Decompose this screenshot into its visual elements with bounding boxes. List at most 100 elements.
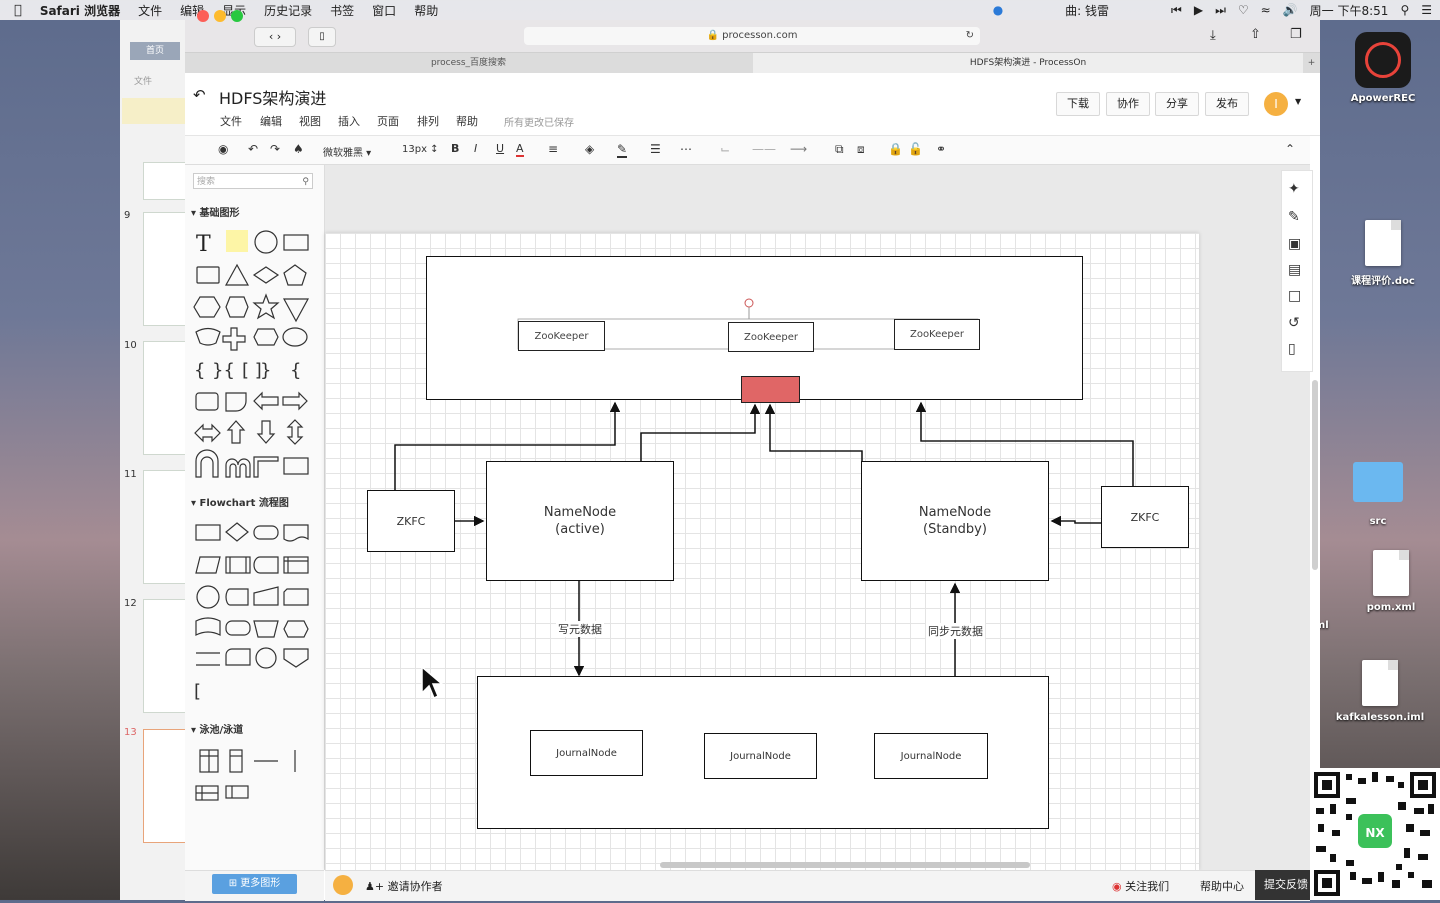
download-button[interactable]: 下载 [1056, 92, 1100, 116]
arrow-end-icon[interactable]: ⟶ [790, 142, 808, 156]
wifi-icon[interactable]: ≈ [1260, 3, 1271, 17]
navigator-icon[interactable]: ✦ [1288, 181, 1300, 197]
back-arrow-icon[interactable]: ↶ [193, 86, 206, 104]
font-size-select[interactable]: 13px ↕ [402, 144, 439, 155]
collaborate-button[interactable]: 协作 [1106, 92, 1150, 116]
chevron-down-icon[interactable]: ▼ [1295, 97, 1302, 106]
section-flowchart[interactable]: ▾ Flowchart 流程图 [191, 498, 289, 509]
format-painter-icon[interactable]: ◉ [218, 142, 229, 156]
tab-processon[interactable]: HDFS架构演进 - ProcessOn [753, 53, 1303, 73]
sync-metadata-label[interactable]: 同步元数据 [926, 623, 985, 639]
link-icon[interactable]: ⚭ [936, 142, 947, 156]
zookeeper-node[interactable]: ZooKeeper [518, 321, 605, 351]
menu-history[interactable]: 历史记录 [256, 3, 312, 18]
underline-icon[interactable]: U [496, 142, 505, 155]
media-play-icon[interactable]: ▶ [1193, 3, 1204, 17]
comment-icon[interactable]: ▯ [1288, 341, 1296, 357]
page-thumbnail[interactable] [143, 599, 187, 713]
journalnode[interactable]: JournalNode [874, 733, 988, 779]
line-color-icon[interactable]: ✎ [617, 142, 628, 158]
collapse-toolbar-icon[interactable]: ⌃ [1285, 142, 1296, 156]
notification-center-icon[interactable]: ☰ [1421, 3, 1432, 17]
menu-bookmarks[interactable]: 书签 [322, 3, 354, 18]
app-menu-help[interactable]: 帮助 [456, 115, 478, 128]
zoom-window-button[interactable] [231, 10, 243, 22]
font-color-icon[interactable]: A [516, 142, 524, 157]
section-swimlane[interactable]: ▾ 泳池/泳道 [191, 725, 244, 736]
desktop-file-doc[interactable]: 课程评价.doc [1338, 220, 1428, 287]
namenode-active[interactable]: NameNode(active) [486, 461, 674, 581]
new-tab-button[interactable]: + [1307, 58, 1316, 68]
history-icon[interactable]: ↺ [1288, 315, 1300, 331]
menu-window[interactable]: 窗口 [364, 3, 396, 18]
horizontal-scrollbar[interactable] [660, 862, 1030, 868]
vertical-scrollbar[interactable] [1312, 380, 1318, 570]
namenode-standby[interactable]: NameNode(Standby) [861, 461, 1049, 581]
zkfc-left[interactable]: ZKFC [367, 490, 455, 552]
tab-baidu[interactable]: process_百度搜索 [430, 58, 507, 68]
help-center-link[interactable]: 帮助中心 [1200, 880, 1244, 893]
paint-format-icon[interactable]: ♠ [293, 142, 304, 156]
redo-icon[interactable]: ↷ [270, 142, 281, 156]
section-basic-shapes[interactable]: ▾ 基础图形 [191, 208, 240, 219]
fill-color-icon[interactable]: ◈ [585, 142, 595, 156]
underlying-doc-home[interactable]: 首页 [130, 42, 180, 60]
shape-search-input[interactable]: 搜索 ⚲ [193, 173, 313, 189]
download-icon[interactable]: ⤓ [1210, 28, 1216, 43]
user-avatar[interactable]: I [1264, 92, 1288, 116]
app-menu-view[interactable]: 视图 [299, 115, 321, 128]
tabs-overview-icon[interactable]: ❐ [1290, 27, 1302, 42]
desktop-folder-src[interactable]: src [1333, 462, 1423, 527]
page-thumbnail[interactable] [143, 162, 187, 200]
line-style-icon[interactable]: ⋯ [680, 142, 692, 156]
share-icon[interactable]: ⇧ [1250, 27, 1261, 42]
feedback-button[interactable]: 提交反馈 [1255, 870, 1310, 900]
app-menu-edit[interactable]: 编辑 [260, 115, 282, 128]
minimize-window-button[interactable] [214, 10, 226, 22]
menu-safari[interactable]: Safari 浏览器 [32, 3, 120, 18]
collaborator-avatar[interactable] [333, 875, 353, 895]
apowerrec-app-icon[interactable] [1355, 32, 1411, 88]
close-window-button[interactable] [197, 10, 209, 22]
bold-icon[interactable]: B [451, 142, 460, 155]
style-icon[interactable]: ✎ [1288, 209, 1300, 225]
page-thumbnail[interactable] [143, 212, 187, 326]
app-menu-file[interactable]: 文件 [220, 115, 242, 128]
page-thumbnail[interactable] [143, 341, 187, 455]
bring-front-icon[interactable]: ⧉ [835, 142, 844, 156]
sidebar-toggle-icon[interactable]: ▯ [308, 27, 336, 47]
desktop-file-pom[interactable]: pom.xml [1346, 550, 1436, 613]
sync-icon[interactable]: ● [992, 3, 1004, 17]
search-icon[interactable]: ⚲ [302, 177, 309, 187]
send-back-icon[interactable]: ⧈ [857, 142, 865, 156]
connector-type-icon[interactable]: ⌙ [720, 142, 731, 156]
unlock-icon[interactable]: 🔓 [908, 142, 923, 156]
zkfc-right[interactable]: ZKFC [1101, 486, 1189, 548]
volume-icon[interactable]: 🔊 [1282, 3, 1298, 17]
app-menu-insert[interactable]: 插入 [338, 115, 360, 128]
spotlight-icon[interactable]: ⚲ [1400, 3, 1410, 17]
follow-us-link[interactable]: ◉ 关注我们 [1112, 878, 1169, 894]
document-icon[interactable]: □ [1288, 288, 1302, 304]
app-menu-page[interactable]: 页面 [377, 115, 399, 128]
more-shapes-button[interactable]: ⊞ 更多图形 [212, 874, 297, 894]
input-method-status[interactable]: 曲: 钱雷 [1065, 3, 1110, 18]
line-width-icon[interactable]: ☰ [650, 142, 661, 156]
back-forward-buttons[interactable]: ‹ › [254, 27, 296, 47]
page-thumbnail-selected[interactable] [143, 729, 187, 843]
zookeeper-node[interactable]: ZooKeeper [894, 319, 980, 350]
italic-icon[interactable]: I [474, 142, 478, 155]
page-settings-icon[interactable]: ▣ [1288, 236, 1302, 252]
publish-button[interactable]: 发布 [1205, 92, 1249, 116]
journalnode[interactable]: JournalNode [530, 730, 643, 776]
align-icon[interactable]: ≡ [548, 142, 559, 156]
share-button[interactable]: 分享 [1155, 92, 1199, 116]
menu-file[interactable]: 文件 [130, 3, 162, 18]
document-title[interactable]: HDFS架构演进 [219, 89, 327, 108]
lock-icon[interactable]: 🔒 [888, 142, 903, 156]
page-thumbnail[interactable] [143, 470, 187, 584]
undo-icon[interactable]: ↶ [248, 142, 259, 156]
zookeeper-node[interactable]: ZooKeeper [728, 322, 814, 352]
heart-icon[interactable]: ♡ [1237, 3, 1249, 17]
apple-icon[interactable]:  [14, 3, 22, 18]
